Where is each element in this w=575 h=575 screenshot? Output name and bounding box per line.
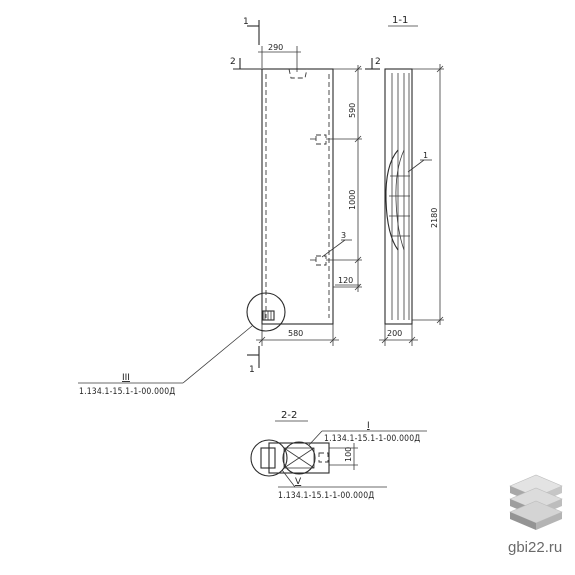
leader-I [308, 430, 323, 446]
dim-1000: 1000 [348, 190, 357, 210]
dim-tick [436, 316, 444, 324]
dim-tick [329, 336, 337, 344]
section-bulge-inner [395, 149, 405, 251]
detail-circle-V [250, 439, 288, 477]
dim-290: 290 [268, 43, 283, 52]
plan-embedded-part [318, 452, 329, 463]
dim-120: 120 [338, 276, 353, 285]
plan-void-diagonal [283, 457, 300, 469]
embedded-part-lower [315, 255, 327, 266]
dim-tick [436, 65, 444, 73]
dim-tick [354, 256, 362, 264]
ref-V: V [295, 477, 302, 487]
dim-200: 200 [387, 329, 402, 338]
detail-circle-III [246, 292, 286, 332]
leader-3 [321, 239, 346, 258]
plan-void-diagonal [298, 447, 315, 459]
dim-100: 100 [344, 447, 353, 462]
ref-I: I [367, 421, 370, 431]
section-title-2-2: 2-2 [281, 410, 297, 421]
dim-2180: 2180 [430, 208, 439, 228]
section-label-1-bottom: 1 [249, 365, 255, 375]
callout-3: 3 [341, 231, 346, 240]
plan-void [283, 447, 315, 469]
section-1-1: 1-1 2 1 2180 200 [365, 15, 444, 346]
dim-tick [354, 135, 362, 143]
plan-void-diagonal [298, 457, 315, 469]
lifting-notch [288, 68, 308, 79]
ref-III: III [122, 373, 130, 383]
ref-doc-III: 1.134.1-15.1-1-00.000Д [79, 387, 175, 397]
leader-V [281, 469, 296, 488]
embedded-part-upper [315, 134, 327, 145]
section-label-2-left: 2 [230, 57, 236, 67]
leader-III [182, 325, 253, 384]
detail-circle-I [282, 441, 316, 475]
section-bulge [385, 149, 399, 251]
section-label-1-top: 1 [243, 17, 249, 27]
leader-1 [407, 159, 425, 173]
front-elevation: 1 2 290 3 590 1000 [78, 17, 362, 397]
section-label-2-right: 2 [375, 57, 381, 67]
dim-580: 580 [288, 329, 303, 338]
detail-V-profile [260, 447, 276, 469]
dim-tick [408, 336, 416, 344]
dim-tick [354, 65, 362, 73]
callout-1: 1 [423, 151, 428, 160]
panel-outline [261, 68, 334, 325]
ref-doc-I: 1.134.1-15.1-1-00.000Д [324, 434, 420, 444]
plan-body [268, 442, 330, 474]
detail-insert [262, 310, 275, 321]
watermark-logo-icon [509, 474, 563, 530]
dim-tick [381, 336, 389, 344]
dim-tick [258, 336, 266, 344]
section-2-2: 2-2 I 1.134.1-15.1-1-00.000Д 100 V 1.134… [250, 410, 427, 501]
section-title-1-1: 1-1 [392, 15, 408, 26]
plan-void-diagonal [283, 447, 300, 459]
watermark-site: gbi22.ru [508, 539, 562, 556]
dim-590: 590 [348, 103, 357, 118]
section-profile-outline [384, 68, 413, 325]
ref-doc-V: 1.134.1-15.1-1-00.000Д [278, 491, 374, 501]
